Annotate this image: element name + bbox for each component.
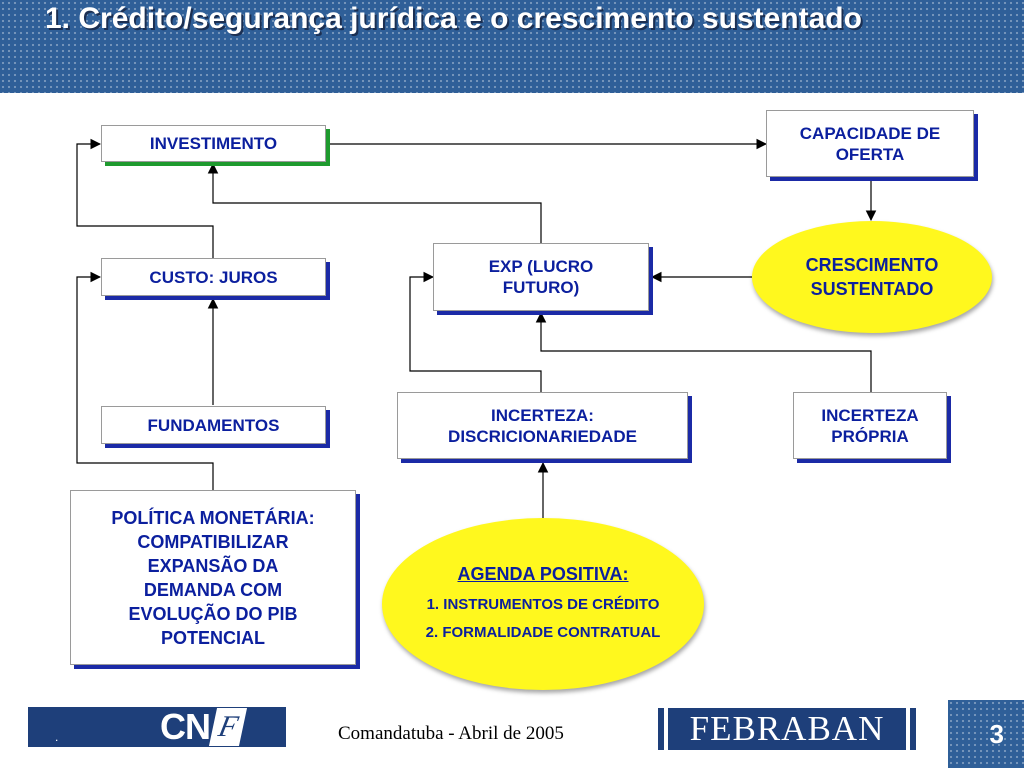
agenda-title: AGENDA POSITIVA: (457, 564, 629, 584)
cnf-logo: CN F (160, 706, 248, 747)
node-politica-line-5: EVOLUÇÃO DO PIB (128, 603, 298, 624)
node-exp-lucro-futuro: EXP (LUCRO FUTURO) (433, 243, 649, 311)
arrow-juros-to-investimento (76, 138, 214, 258)
node-fundamentos: FUNDAMENTOS (101, 406, 326, 444)
node-incerteza-propria-line-2: PRÓPRIA (831, 426, 909, 446)
node-politica-line-3: EXPANSÃO DA (147, 555, 279, 576)
page-title: 1. Crédito/segurança jurídica e o cresci… (45, 2, 862, 35)
node-incerteza-propria: INCERTEZA PRÓPRIA (793, 392, 947, 459)
node-fundamentos-line-1: FUNDAMENTOS (147, 415, 280, 435)
node-politica-line-4: DEMANDA COM (143, 579, 283, 600)
agenda-item-2: 2. FORMALIDADE CONTRATUAL (425, 624, 661, 641)
footer-event-text: Comandatuba - Abril de 2005 (338, 723, 564, 744)
node-crescimento-line-1: CRESCIMENTO (805, 255, 939, 275)
arrow-politica-to-juros (76, 271, 214, 490)
cnf-logo-f: F (208, 708, 248, 746)
node-politica-monetaria: POLÍTICA MONETÁRIA: COMPATIBILIZAR EXPAN… (70, 490, 356, 665)
node-capacidade-de-oferta: CAPACIDADE DE OFERTA (766, 110, 974, 177)
page-number: 3 (989, 719, 1004, 749)
arrow-incerteza-propria-to-exp (535, 311, 872, 392)
footer-logo-bar (28, 707, 286, 747)
node-custo-juros-line-1: CUSTO: JUROS (149, 267, 278, 287)
node-capacidade-line-1: CAPACIDADE DE (799, 123, 941, 143)
node-exp-lucro-line-1: EXP (LUCRO (488, 257, 594, 276)
node-incerteza-discricionariedade: INCERTEZA: DISCRICIONARIEDADE (397, 392, 688, 459)
node-custo-juros: CUSTO: JUROS (101, 258, 326, 296)
node-incerteza-propria-line-1: INCERTEZA (821, 405, 919, 425)
node-politica-line-2: COMPATIBILIZAR (137, 531, 289, 552)
node-agenda-positiva: AGENDA POSITIVA: 1. INSTRUMENTOS DE CRÉD… (382, 518, 704, 690)
node-capacidade-line-2: OFERTA (835, 144, 905, 164)
arrow-exp-to-investimento (207, 162, 542, 244)
page-number-badge: 3 (948, 700, 1024, 768)
node-incerteza-disc-line-2: DISCRICIONARIEDADE (448, 426, 637, 446)
header-banner: 1. Crédito/segurança jurídica e o cresci… (0, 0, 1024, 93)
febraban-logo: FEBRABAN (658, 708, 916, 750)
arrow-incerteza-disc-to-exp (409, 271, 542, 392)
agenda-item-1: 1. INSTRUMENTOS DE CRÉDITO (426, 596, 660, 613)
febraban-logo-text: FEBRABAN (689, 709, 885, 748)
node-politica-line-6: POTENCIAL (160, 627, 265, 648)
node-exp-lucro-line-2: FUTURO) (502, 278, 580, 297)
node-investimento: INVESTIMENTO (101, 125, 326, 162)
node-crescimento-line-2: SUSTENTADO (810, 279, 934, 299)
node-investimento-line-1: INVESTIMENTO (149, 134, 278, 153)
footer-dot: . (55, 730, 59, 744)
node-crescimento-sustentado: CRESCIMENTO SUSTENTADO (752, 221, 992, 333)
cnf-logo-main: CN (160, 706, 211, 747)
node-politica-line-1: POLÍTICA MONETÁRIA: (111, 507, 315, 528)
node-incerteza-disc-line-1: INCERTEZA: (491, 405, 594, 425)
